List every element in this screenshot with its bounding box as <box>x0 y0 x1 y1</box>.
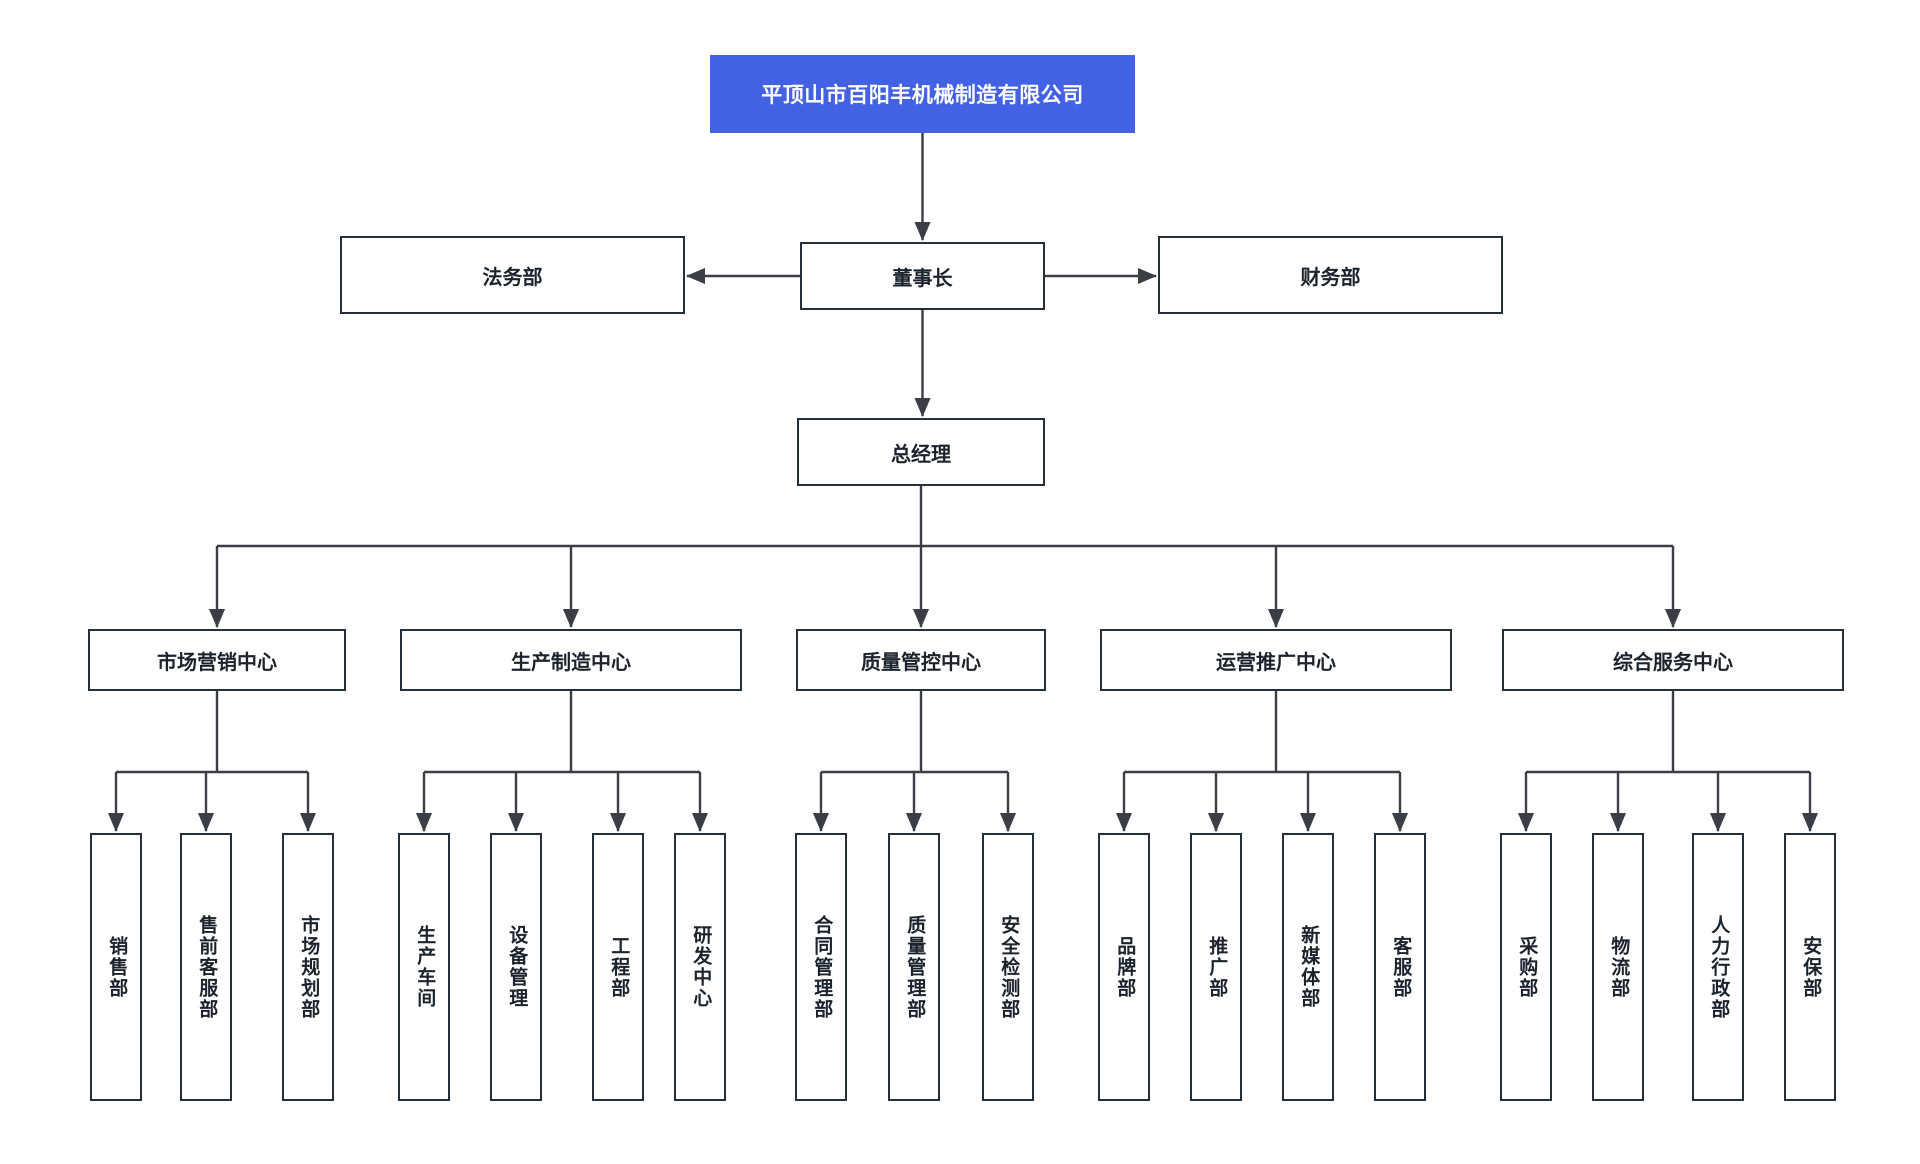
finance-department-node-label: 财务部 <box>1300 266 1361 289</box>
department-node-2-4[interactable]: 研发中心 <box>674 833 726 1101</box>
department-node-5-2[interactable]: 物流部 <box>1592 833 1644 1101</box>
department-node-4-2-label: 推广部 <box>1206 935 1228 999</box>
department-node-5-3-label: 人力行政部 <box>1708 914 1730 1020</box>
department-node-2-2[interactable]: 设备管理 <box>490 833 542 1101</box>
department-node-3-3[interactable]: 安全检测部 <box>982 833 1034 1101</box>
department-node-4-1[interactable]: 品牌部 <box>1098 833 1150 1101</box>
chairman-node-label: 董事长 <box>892 267 953 290</box>
department-node-1-3-label: 市场规划部 <box>298 914 320 1020</box>
department-node-3-2[interactable]: 质量管理部 <box>888 833 940 1101</box>
center-node-1-label: 市场营销中心 <box>157 651 277 674</box>
chairman-node[interactable]: 董事长 <box>800 242 1045 310</box>
department-node-2-3[interactable]: 工程部 <box>592 833 644 1101</box>
department-node-4-1-label: 品牌部 <box>1114 935 1136 999</box>
department-node-3-3-label: 安全检测部 <box>998 914 1020 1020</box>
department-node-3-2-label: 质量管理部 <box>904 914 926 1020</box>
department-node-1-3[interactable]: 市场规划部 <box>282 833 334 1101</box>
company-root-node-label: 平顶山市百阳丰机械制造有限公司 <box>761 84 1084 107</box>
center-node-2[interactable]: 生产制造中心 <box>400 629 742 691</box>
department-node-1-1-label: 销售部 <box>106 935 128 999</box>
company-root-node[interactable]: 平顶山市百阳丰机械制造有限公司 <box>710 55 1135 133</box>
center-node-5-label: 综合服务中心 <box>1613 651 1733 674</box>
department-node-1-2[interactable]: 售前客服部 <box>180 833 232 1101</box>
department-node-5-2-label: 物流部 <box>1608 935 1630 999</box>
department-node-3-1-label: 合同管理部 <box>811 914 833 1020</box>
department-node-5-1[interactable]: 采购部 <box>1500 833 1552 1101</box>
center-node-4[interactable]: 运营推广中心 <box>1100 629 1452 691</box>
department-node-3-1[interactable]: 合同管理部 <box>795 833 847 1101</box>
department-node-4-3[interactable]: 新媒体部 <box>1282 833 1334 1101</box>
center-node-1[interactable]: 市场营销中心 <box>88 629 346 691</box>
department-node-5-4-label: 安保部 <box>1800 935 1822 999</box>
general-manager-node-label: 总经理 <box>891 443 951 466</box>
department-node-4-3-label: 新媒体部 <box>1298 925 1320 1009</box>
department-node-1-2-label: 售前客服部 <box>196 914 218 1020</box>
general-manager-node[interactable]: 总经理 <box>797 418 1045 486</box>
center-node-2-label: 生产制造中心 <box>511 651 631 674</box>
department-node-4-4-label: 客服部 <box>1390 935 1412 999</box>
legal-department-node[interactable]: 法务部 <box>340 236 685 314</box>
department-node-5-4[interactable]: 安保部 <box>1784 833 1836 1101</box>
department-node-5-3[interactable]: 人力行政部 <box>1692 833 1744 1101</box>
center-node-3-label: 质量管控中心 <box>861 651 981 674</box>
department-node-1-1[interactable]: 销售部 <box>90 833 142 1101</box>
center-node-3[interactable]: 质量管控中心 <box>796 629 1046 691</box>
department-node-4-2[interactable]: 推广部 <box>1190 833 1242 1101</box>
department-node-2-1-label: 生产车间 <box>414 925 436 1009</box>
finance-department-node[interactable]: 财务部 <box>1158 236 1503 314</box>
department-node-2-1[interactable]: 生产车间 <box>398 833 450 1101</box>
center-node-4-label: 运营推广中心 <box>1216 651 1336 674</box>
department-node-4-4[interactable]: 客服部 <box>1374 833 1426 1101</box>
department-node-2-2-label: 设备管理 <box>506 925 528 1009</box>
center-node-5[interactable]: 综合服务中心 <box>1502 629 1844 691</box>
department-node-5-1-label: 采购部 <box>1516 935 1538 999</box>
department-node-2-4-label: 研发中心 <box>690 925 712 1009</box>
department-node-2-3-label: 工程部 <box>608 935 630 999</box>
legal-department-node-label: 法务部 <box>482 266 543 289</box>
